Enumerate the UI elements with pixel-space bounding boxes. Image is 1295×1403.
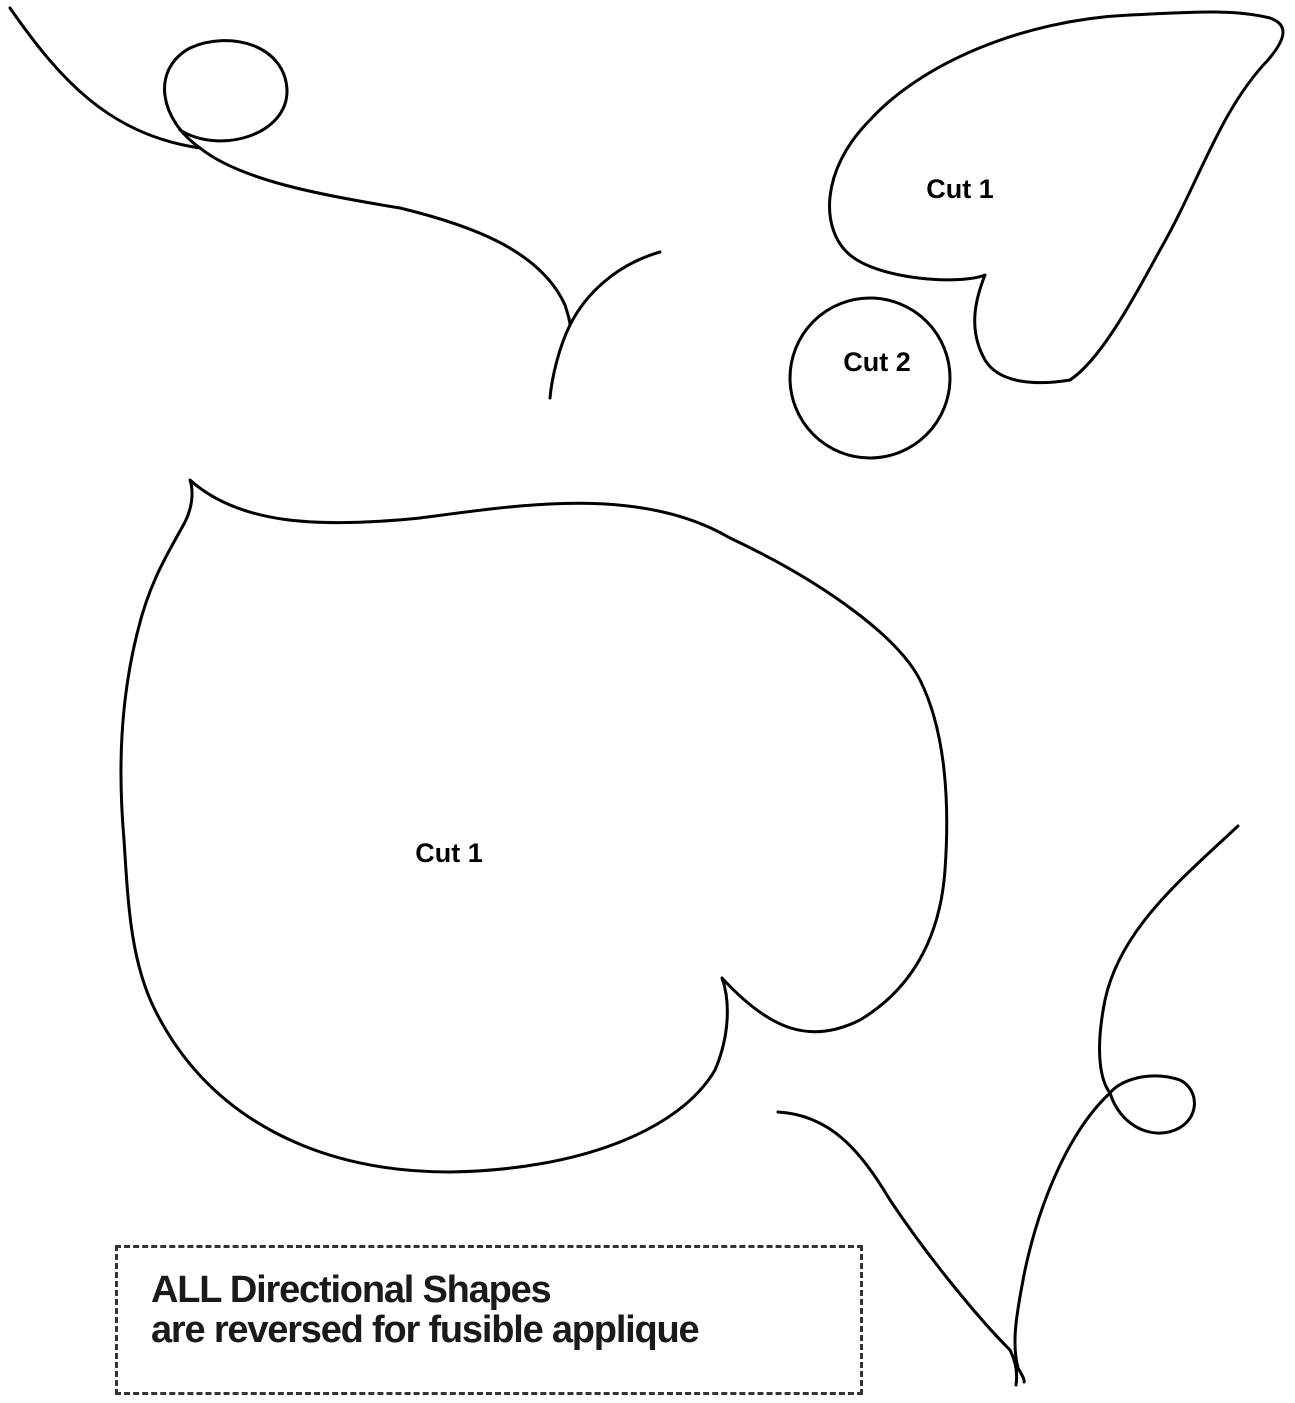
small-leaf-label: Cut 1 bbox=[926, 174, 994, 204]
top-left-vine-curl bbox=[163, 39, 289, 150]
circle-label: Cut 2 bbox=[843, 347, 911, 377]
top-left-vine-branch bbox=[568, 250, 662, 327]
bottom-right-vine-curl bbox=[1108, 1074, 1196, 1135]
top-left-vine-stem bbox=[8, 6, 572, 400]
bottom-right-vine-stem bbox=[1013, 824, 1240, 1384]
large-leaf-label: Cut 1 bbox=[415, 838, 483, 868]
circle-outline bbox=[788, 296, 952, 460]
reversal-note-box: ALL Directional Shapes are reversed for … bbox=[115, 1245, 863, 1395]
large-leaf-outline bbox=[119, 478, 949, 1174]
note-line-1: ALL Directional Shapes bbox=[151, 1269, 552, 1311]
bottom-right-vine-branch bbox=[776, 1110, 1019, 1387]
note-line-2: are reversed for fusible applique bbox=[151, 1309, 700, 1351]
small-leaf-outline bbox=[828, 10, 1285, 385]
